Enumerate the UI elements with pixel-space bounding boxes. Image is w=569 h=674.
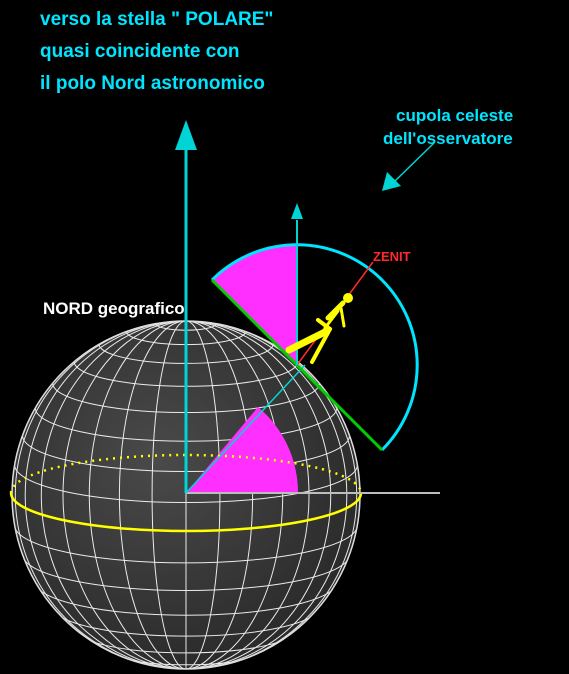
celestial-dome xyxy=(210,203,419,452)
parallel-line xyxy=(14,525,358,564)
title-line-1: verso la stella " POLARE" xyxy=(40,9,274,30)
celestial-dome-arc xyxy=(210,243,419,452)
north-label: NORD geografico xyxy=(43,299,185,318)
observer-latitude-sector xyxy=(212,244,297,365)
equator-front xyxy=(9,492,363,533)
globe-graticule xyxy=(12,321,360,669)
parallel-line xyxy=(52,606,320,637)
parallel-line xyxy=(34,581,338,616)
earth-center-to-observer-line xyxy=(185,364,306,494)
dome-label-line-2: dell'osservatore xyxy=(383,129,513,148)
north-pole-direction-arrowhead xyxy=(291,203,303,219)
zenit-label: ZENIT xyxy=(373,249,411,264)
meridian-line xyxy=(40,321,332,669)
dome-label-line-1: cupola celeste xyxy=(396,106,514,125)
parallel-line xyxy=(14,464,358,503)
dome-pointer-arrowhead xyxy=(382,172,401,191)
meridian-line xyxy=(14,321,358,669)
title-line-2: quasi coincidente con xyxy=(40,41,240,62)
parallel-line xyxy=(22,554,350,591)
meridian-line xyxy=(151,321,221,669)
dome-pointer-line xyxy=(394,142,435,182)
meridian-line xyxy=(62,321,310,669)
observer-figure xyxy=(285,293,353,364)
latitude-angle-sector xyxy=(186,407,299,493)
title-line-3: il polo Nord astronomico xyxy=(40,73,265,94)
earth-axis-arrowhead xyxy=(175,120,197,150)
meridian-line xyxy=(24,321,348,669)
meridian-line xyxy=(118,321,254,669)
